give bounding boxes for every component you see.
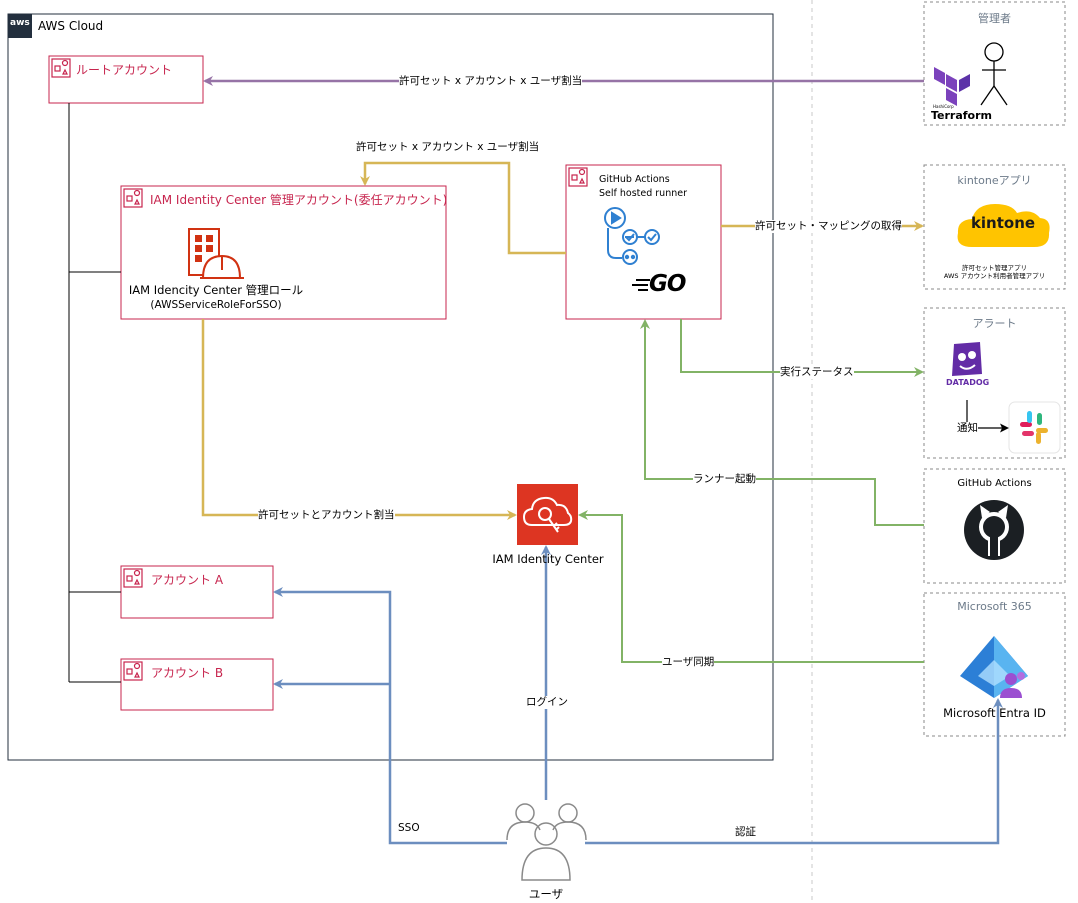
entra-id-label: Microsoft Entra ID	[943, 706, 1046, 720]
edge-auth	[585, 698, 1003, 845]
edge-label-exec-status: 実行ステータス	[780, 366, 854, 379]
iam-identity-center-label: IAM Identity Center	[492, 552, 604, 566]
microsoft-panel	[923, 592, 1066, 737]
root-account-title: ルートアカウント	[76, 63, 173, 77]
terraform-small-label: HashiCorp	[933, 104, 954, 109]
account-a-box	[120, 565, 274, 619]
iam-role-line1: IAM Idencity Center 管理ロール	[128, 283, 304, 297]
kintone-logo-text: kintone	[970, 214, 1036, 232]
alert-panel-title: アラート	[972, 317, 1017, 330]
edge-label-runner-to-admin: 許可セット x アカウント x ユーザ割当	[356, 141, 540, 154]
github-runner-line2: Self hosted runner	[599, 188, 688, 199]
edge-label-admin-to-root: 許可セット x アカウント x ユーザ割当	[399, 75, 583, 88]
edge-runner-to-admin	[360, 161, 566, 255]
kintone-sub1: 許可セット管理アプリ	[962, 264, 1027, 272]
github-runner-box	[565, 164, 722, 320]
kintone-panel	[923, 164, 1066, 290]
account-b-title: アカウント B	[151, 666, 224, 680]
edge-label-runner-start: ランナー起動	[693, 473, 756, 486]
slack-icon	[1008, 401, 1061, 454]
identity-admin-account-title: IAM Identity Center 管理アカウント(委任アカウント)	[150, 193, 448, 207]
github-octocat-icon	[964, 500, 1024, 560]
account-icon	[123, 568, 143, 588]
kintone-sub-labels: 許可セット管理アプリ AWS アカウント利用者管理アプリ	[924, 264, 1065, 280]
edge-label-auth: 認証	[735, 826, 756, 839]
iam-role-line2: (AWSServiceRoleForSSO)	[150, 299, 282, 311]
edge-exec-status	[680, 319, 924, 377]
admin-panel-title: 管理者	[978, 12, 1011, 25]
edge-user-sync	[578, 510, 924, 663]
datadog-icon	[952, 342, 982, 376]
aws-logo-box	[8, 14, 32, 38]
iam-identity-center-icon	[517, 484, 578, 545]
edge-label-sso: SSO	[398, 822, 420, 835]
account-b-box	[120, 658, 274, 711]
alert-panel	[923, 307, 1066, 459]
microsoft-panel-title: Microsoft 365	[957, 600, 1032, 613]
account-a-title: アカウント A	[151, 573, 224, 587]
entra-id-icon	[960, 636, 1028, 698]
kintone-sub2: AWS アカウント利用者管理アプリ	[943, 272, 1046, 280]
account-icon	[123, 661, 143, 681]
user-label: ユーザ	[528, 887, 564, 901]
edge-label-login: ログイン	[526, 696, 568, 709]
account-icon	[51, 58, 71, 78]
user-group-icon	[506, 803, 587, 881]
edge-label-role-to-iam: 許可セットとアカウント割当	[258, 509, 395, 522]
github-panel-title: GitHub Actions	[957, 478, 1032, 489]
github-runner-label: GitHub Actions Self hosted runner	[599, 173, 687, 201]
iam-role-label: IAM Idencity Center 管理ロール (AWSServiceRol…	[121, 283, 311, 313]
edge-sso-a	[273, 587, 507, 845]
terraform-label: Terraform	[931, 109, 993, 122]
building-helmet-icon	[188, 228, 244, 279]
org-tree	[68, 103, 121, 683]
github-runner-line1: GitHub Actions	[599, 174, 670, 185]
account-icon	[568, 167, 588, 187]
root-account-box	[48, 55, 204, 104]
aws-cloud-label: AWS Cloud	[38, 19, 104, 33]
go-lines-icon	[632, 279, 650, 291]
workflow-icon	[604, 207, 660, 265]
edge-label-user-sync: ユーザ同期	[662, 656, 715, 669]
datadog-label: DATADOG	[946, 378, 990, 387]
edge-label-kintone-fetch: 許可セット・マッピングの取得	[755, 220, 902, 233]
account-icon	[123, 188, 143, 208]
kintone-cloud-icon	[957, 204, 1050, 247]
admin-person-icon	[980, 42, 1008, 106]
go-logo-text: GO	[649, 271, 686, 297]
terraform-icon	[934, 67, 970, 106]
edge-label-notify: 通知	[957, 422, 978, 435]
kintone-panel-title: kintoneアプリ	[957, 174, 1032, 187]
identity-admin-account-box	[120, 185, 447, 320]
edge-role-to-iam	[201, 319, 517, 520]
edge-runner-start	[640, 319, 924, 526]
aws-logo-text: aws	[10, 18, 30, 28]
